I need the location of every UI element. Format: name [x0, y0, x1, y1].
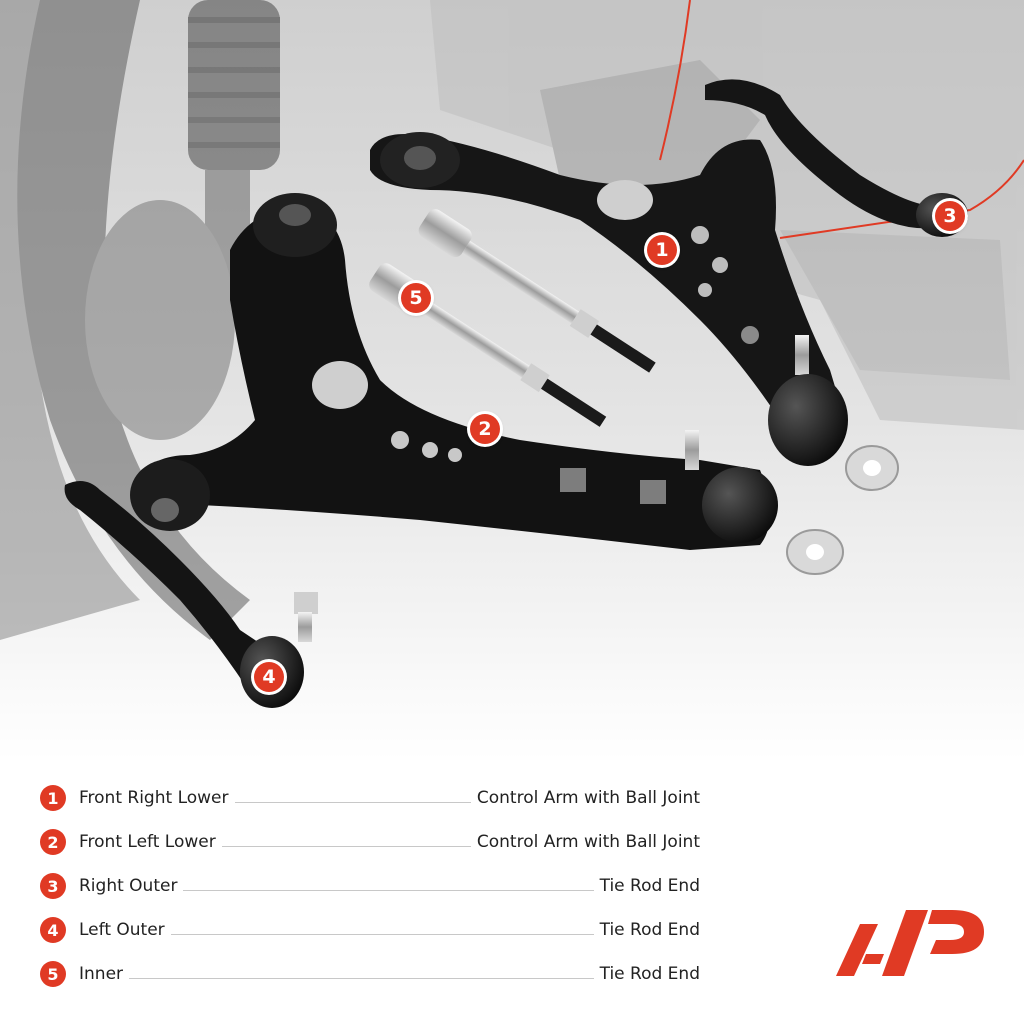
legend-row-4: 4 Left Outer Tie Rod End — [40, 908, 700, 952]
legend-number-badge: 1 — [40, 785, 66, 811]
legend-part-type: Control Arm with Ball Joint — [476, 832, 700, 852]
legend-leader-line — [234, 801, 471, 803]
front-right-control-arm — [370, 132, 848, 466]
legend-leader-line — [129, 977, 594, 979]
legend-leader-line — [170, 933, 594, 935]
callout-number: 1 — [655, 239, 669, 261]
callout-badge-2: 2 — [470, 414, 500, 444]
legend-part-type: Tie Rod End — [599, 920, 700, 940]
legend-part-position: Front Left Lower — [79, 832, 216, 852]
legend-part-type: Tie Rod End — [599, 876, 700, 896]
legend-part-position: Left Outer — [79, 920, 165, 940]
callout-line — [659, 0, 691, 161]
parts-legend: 1 Front Right Lower Control Arm with Bal… — [40, 776, 700, 996]
legend-row-5: 5 Inner Tie Rod End — [40, 952, 700, 996]
legend-part-type: Control Arm with Ball Joint — [476, 788, 700, 808]
lock-washers — [786, 445, 899, 575]
legend-row-2: 2 Front Left Lower Control Arm with Ball… — [40, 820, 700, 864]
legend-leader-line — [221, 845, 471, 847]
scene-illustration — [0, 0, 1024, 760]
legend-part-type: Tie Rod End — [599, 964, 700, 984]
legend-part-position: Right Outer — [79, 876, 178, 896]
product-scene: 1 2 3 4 5 — [0, 0, 1024, 760]
callout-number: 5 — [409, 287, 423, 309]
inner-tie-rods — [369, 209, 656, 427]
legend-number-badge: 5 — [40, 961, 66, 987]
callout-number: 3 — [943, 205, 957, 227]
logo-graphic — [836, 910, 984, 976]
callout-number: 4 — [262, 666, 276, 688]
callout-badge-3: 3 — [935, 201, 965, 231]
legend-number-badge: 3 — [40, 873, 66, 899]
legend-row-3: 3 Right Outer Tie Rod End — [40, 864, 700, 908]
callout-number: 2 — [478, 418, 492, 440]
legend-leader-line — [183, 889, 594, 891]
legend-number-badge: 4 — [40, 917, 66, 943]
callout-badge-4: 4 — [254, 662, 284, 692]
callout-badge-1: 1 — [647, 235, 677, 265]
legend-number-badge: 2 — [40, 829, 66, 855]
callout-badge-5: 5 — [401, 283, 431, 313]
legend-part-position: Front Right Lower — [79, 788, 229, 808]
front-left-control-arm — [130, 193, 778, 550]
ap-brand-logo-icon — [832, 906, 992, 978]
legend-part-position: Inner — [79, 964, 124, 984]
legend-row-1: 1 Front Right Lower Control Arm with Bal… — [40, 776, 700, 820]
